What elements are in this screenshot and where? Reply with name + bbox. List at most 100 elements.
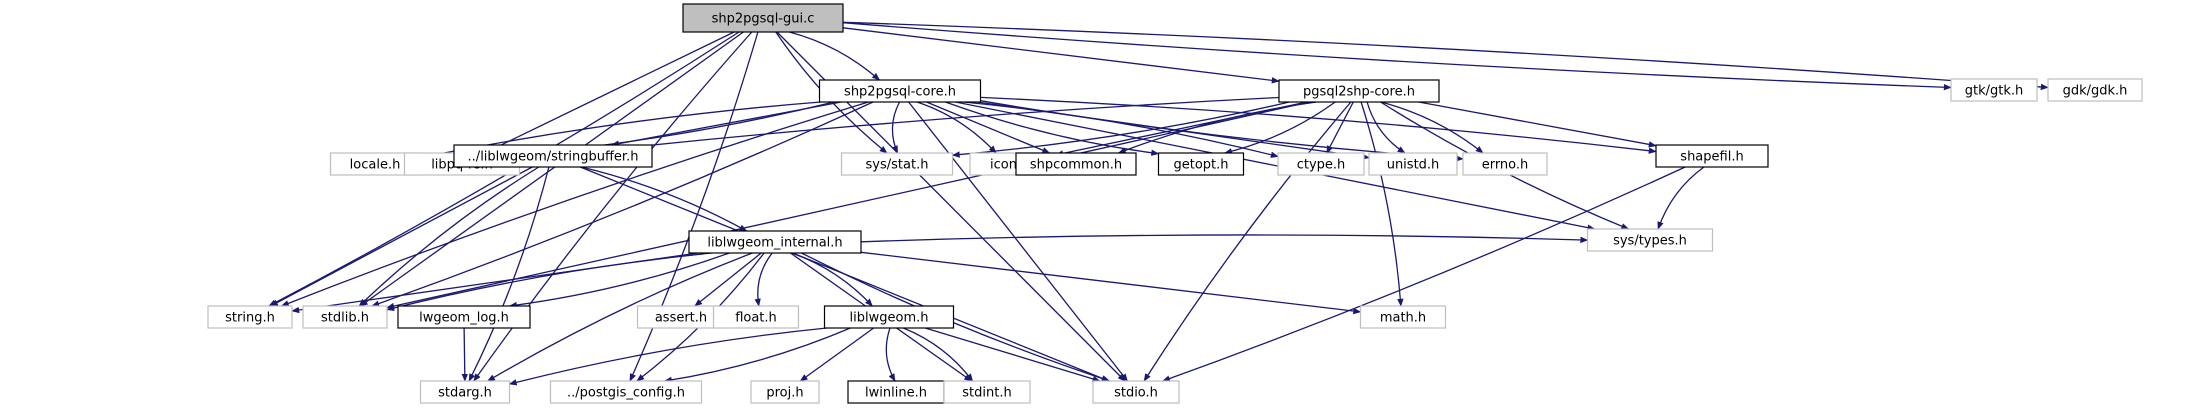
graph-edges: [268, 21, 2049, 386]
node-unistd-box: [1368, 152, 1458, 176]
node-sb-label: ../liblwgeom/stringbuffer.h: [468, 150, 639, 165]
edge-pgcore-to-getopt: [1224, 101, 1336, 155]
edge-core-to-shapefil: [980, 96, 1657, 154]
node-pgconf-box: [549, 380, 703, 404]
node-pgconf: ../postgis_config.h: [549, 380, 703, 404]
node-float-label: float.h: [735, 311, 777, 326]
node-math-label: math.h: [1380, 311, 1426, 326]
edge-lwint-to-stdlib: [386, 252, 712, 312]
node-pgcore-label: pgsql2shp-core.h: [1303, 85, 1415, 100]
node-unistd-label: unistd.h: [1387, 158, 1440, 173]
edge-lwint-to-lwlog: [508, 252, 730, 309]
edge-root-to-stdarg: [473, 31, 753, 382]
node-shapefil[interactable]: shapefil.h: [1655, 144, 1769, 168]
node-gtk-label: gtk/gtk.h: [1965, 84, 2024, 99]
node-stdarg-box: [419, 380, 511, 404]
node-lwint-label: liblwgeom_internal.h: [707, 236, 842, 251]
node-systypes-box: [1586, 228, 1714, 252]
edge-root-to-core: [789, 31, 881, 81]
node-stdlib: stdlib.h: [302, 305, 388, 329]
edge-liblw-to-pgconf: [663, 327, 851, 384]
node-liblw[interactable]: liblwgeom.h: [823, 305, 955, 329]
node-shpcommon-label: shpcommon.h: [1030, 158, 1122, 173]
node-proj-label: proj.h: [766, 386, 803, 401]
edge-core-to-sb: [610, 101, 842, 147]
edge-core-to-stdlib: [371, 101, 874, 307]
edge-core-to-shpcommon: [926, 101, 1051, 154]
edge-pgcore-to-sysstat: [951, 101, 1290, 158]
node-getopt-box: [1157, 152, 1245, 176]
node-lwint[interactable]: liblwgeom_internal.h: [688, 230, 862, 254]
edge-shapefil-to-systypes: [1657, 166, 1705, 230]
node-gdk: gdk/gdk.h: [2047, 78, 2143, 102]
edge-core-to-string: [280, 101, 869, 307]
node-string-label: string.h: [225, 311, 275, 326]
node-stdio-label: stdio.h: [1114, 386, 1158, 401]
edge-sb-to-string: [269, 166, 533, 307]
node-assert-label: assert.h: [655, 311, 707, 326]
node-unistd: unistd.h: [1368, 152, 1458, 176]
edge-root-to-stdlib: [359, 31, 744, 307]
node-float-box: [712, 305, 800, 329]
node-shapefil-box: [1655, 144, 1769, 168]
edge-core-to-errno: [980, 100, 1464, 162]
edge-lwint-to-liblw: [791, 252, 873, 307]
node-errno: errno.h: [1462, 152, 1548, 176]
node-lwinline[interactable]: lwinline.h: [847, 380, 945, 404]
node-gtk: gtk/gtk.h: [1950, 78, 2038, 102]
edge-pgcore-to-unistd: [1366, 101, 1406, 154]
node-stdlib-box: [302, 305, 388, 329]
edge-pgcore-to-math: [1360, 101, 1404, 307]
edge-lwint-to-stdarg: [487, 252, 753, 382]
node-sysstat: sys/stat.h: [840, 152, 954, 176]
node-math-box: [1359, 305, 1447, 329]
edge-lwint-to-systypes: [860, 234, 1589, 244]
node-proj: proj.h: [750, 380, 820, 404]
node-ctype: ctype.h: [1277, 152, 1365, 176]
edge-pgcore-to-shapefil: [1418, 101, 1657, 148]
node-core[interactable]: shp2pgsql-core.h: [818, 79, 982, 103]
edge-liblw-to-proj: [799, 327, 875, 382]
node-lwlog[interactable]: lwgeom_log.h: [397, 305, 531, 329]
node-string-box: [207, 305, 293, 329]
node-stdio-box: [1092, 380, 1180, 404]
edge-lwint-to-assert: [694, 252, 762, 307]
node-pgcore[interactable]: pgsql2shp-core.h: [1278, 79, 1440, 103]
edge-root-to-pgconf: [629, 31, 759, 382]
node-errno-label: errno.h: [1482, 158, 1529, 173]
node-sysstat-label: sys/stat.h: [866, 158, 929, 173]
node-getopt[interactable]: getopt.h: [1157, 152, 1245, 176]
node-stdarg-label: stdarg.h: [438, 386, 492, 401]
node-assert: assert.h: [636, 305, 726, 329]
edge-liblw-to-lwinline: [885, 327, 896, 382]
node-lwlog-box: [397, 305, 531, 329]
edge-lwlog-to-stdarg: [461, 327, 468, 382]
edge-shapefil-to-stdio: [1162, 166, 1686, 382]
node-getopt-label: getopt.h: [1173, 158, 1228, 173]
edge-core-to-getopt: [945, 101, 1160, 156]
edge-lwint-to-math: [860, 251, 1362, 315]
node-pgcore-box: [1278, 79, 1440, 103]
node-float: float.h: [712, 305, 800, 329]
edge-sb-to-stdarg: [468, 166, 550, 382]
node-shpcommon[interactable]: shpcommon.h: [1015, 152, 1137, 176]
node-sysstat-box: [840, 152, 954, 176]
node-shpcommon-box: [1015, 152, 1137, 176]
node-gtk-box: [1950, 78, 2038, 102]
node-locale-label: locale.h: [350, 158, 401, 173]
edge-core-to-iconv: [916, 101, 997, 154]
node-stdint: stdint.h: [943, 380, 1031, 404]
node-errno-box: [1462, 152, 1548, 176]
node-core-label: shp2pgsql-core.h: [844, 85, 956, 100]
node-gdk-box: [2047, 78, 2143, 102]
node-pgconf-label: ../postgis_config.h: [567, 386, 685, 401]
edge-core-to-sysstat: [891, 101, 901, 154]
node-lwlog-label: lwgeom_log.h: [419, 311, 509, 326]
node-root[interactable]: shp2pgsql-gui.c: [682, 3, 844, 33]
node-systypes: sys/types.h: [1586, 228, 1714, 252]
node-sb[interactable]: ../liblwgeom/stringbuffer.h: [453, 144, 653, 168]
edge-root-to-gdk: [842, 21, 2049, 91]
edge-core-to-systypes: [955, 101, 1596, 231]
node-root-box: [682, 3, 844, 33]
